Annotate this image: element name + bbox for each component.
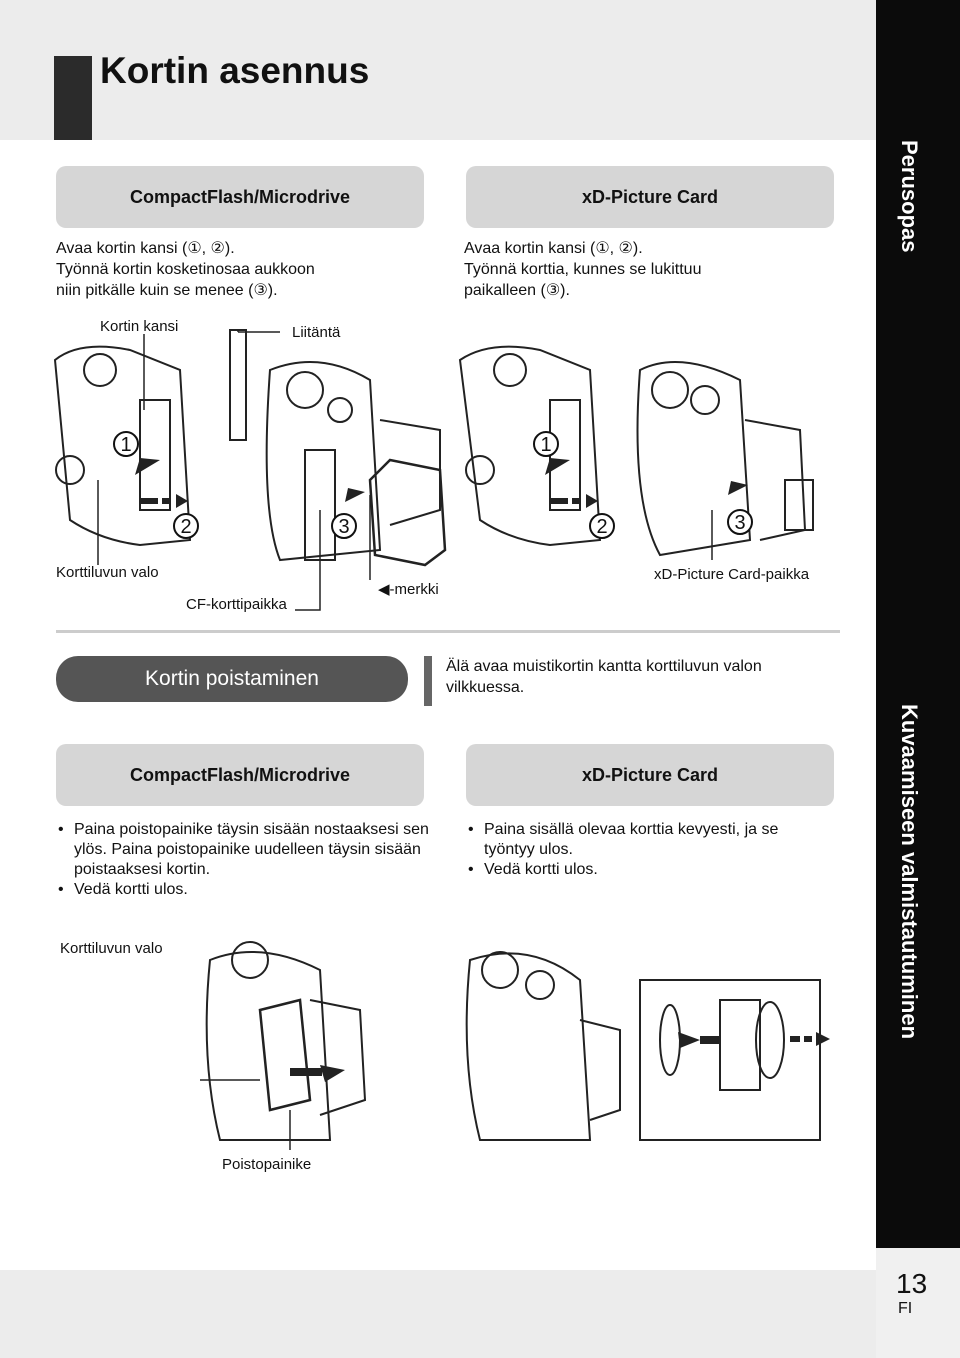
cf-install-text: Avaa kortin kansi (①, ②). Työnnä kortin … (56, 240, 315, 299)
label-card-cover: Kortin kansi (100, 318, 179, 335)
sidebar-tab-basic[interactable] (876, 0, 960, 716)
sidebar-tab-preparation-label: Kuvaamiseen valmistautuminen (897, 704, 922, 1040)
removal-heading: Kortin poistaminen (56, 656, 408, 702)
page-title: Kortin asennus (100, 50, 370, 91)
cf-removal-heading: CompactFlash/Microdrive (56, 744, 424, 806)
card-install-illustration: 1 2 3 1 2 3 (53, 329, 814, 611)
xd-install-text: Avaa kortin kansi (①, ②). Työnnä korttia… (464, 240, 702, 299)
label-access-lamp-removal: Korttiluvun valo (60, 940, 163, 957)
language-code: FI (898, 1300, 913, 1317)
warning-marker (424, 656, 432, 706)
removal-warning: Älä avaa muistikortin kantta korttiluvun… (446, 658, 762, 696)
xd-removal-steps: Paina sisällä olevaa korttia kevyesti, j… (466, 820, 804, 880)
label-access-lamp: Korttiluvun valo (56, 564, 159, 581)
label-xd-slot: xD-Picture Card-paikka (654, 566, 810, 583)
sidebar-tab-basic-label: Perusopas (897, 140, 922, 253)
step-2-label: 2 (180, 516, 191, 538)
step-1-label: 1 (540, 434, 551, 456)
step-2-label: 2 (596, 516, 607, 538)
xd-install-heading: xD-Picture Card (466, 166, 834, 228)
card-removal-illustration (200, 941, 830, 1150)
list-item: Vedä kortti ulos. (468, 860, 804, 880)
list-item: Paina poistopainike täysin sisään nostaa… (58, 820, 430, 880)
footer-band (0, 1270, 876, 1358)
step-3-label: 3 (338, 516, 349, 538)
header-band (0, 0, 876, 140)
label-eject-button: Poistopainike (222, 1156, 312, 1173)
list-item: Vedä kortti ulos. (58, 880, 430, 900)
cf-install-heading: CompactFlash/Microdrive (56, 166, 424, 228)
page-number: 13 (896, 1268, 928, 1299)
step-3-label: 3 (734, 512, 745, 534)
step-1-label: 1 (120, 434, 131, 456)
sidebar-tab-preparation[interactable] (876, 716, 960, 1248)
label-cf-slot: CF-korttipaikka (186, 596, 287, 613)
list-item: Paina sisällä olevaa korttia kevyesti, j… (468, 820, 804, 860)
title-marker (54, 56, 92, 140)
label-mark: ◀-merkki (378, 581, 439, 598)
xd-removal-heading: xD-Picture Card (466, 744, 834, 806)
cf-removal-steps: Paina poistopainike täysin sisään nostaa… (56, 820, 430, 900)
section-divider (56, 630, 840, 633)
label-connector: Liitäntä (292, 324, 341, 341)
